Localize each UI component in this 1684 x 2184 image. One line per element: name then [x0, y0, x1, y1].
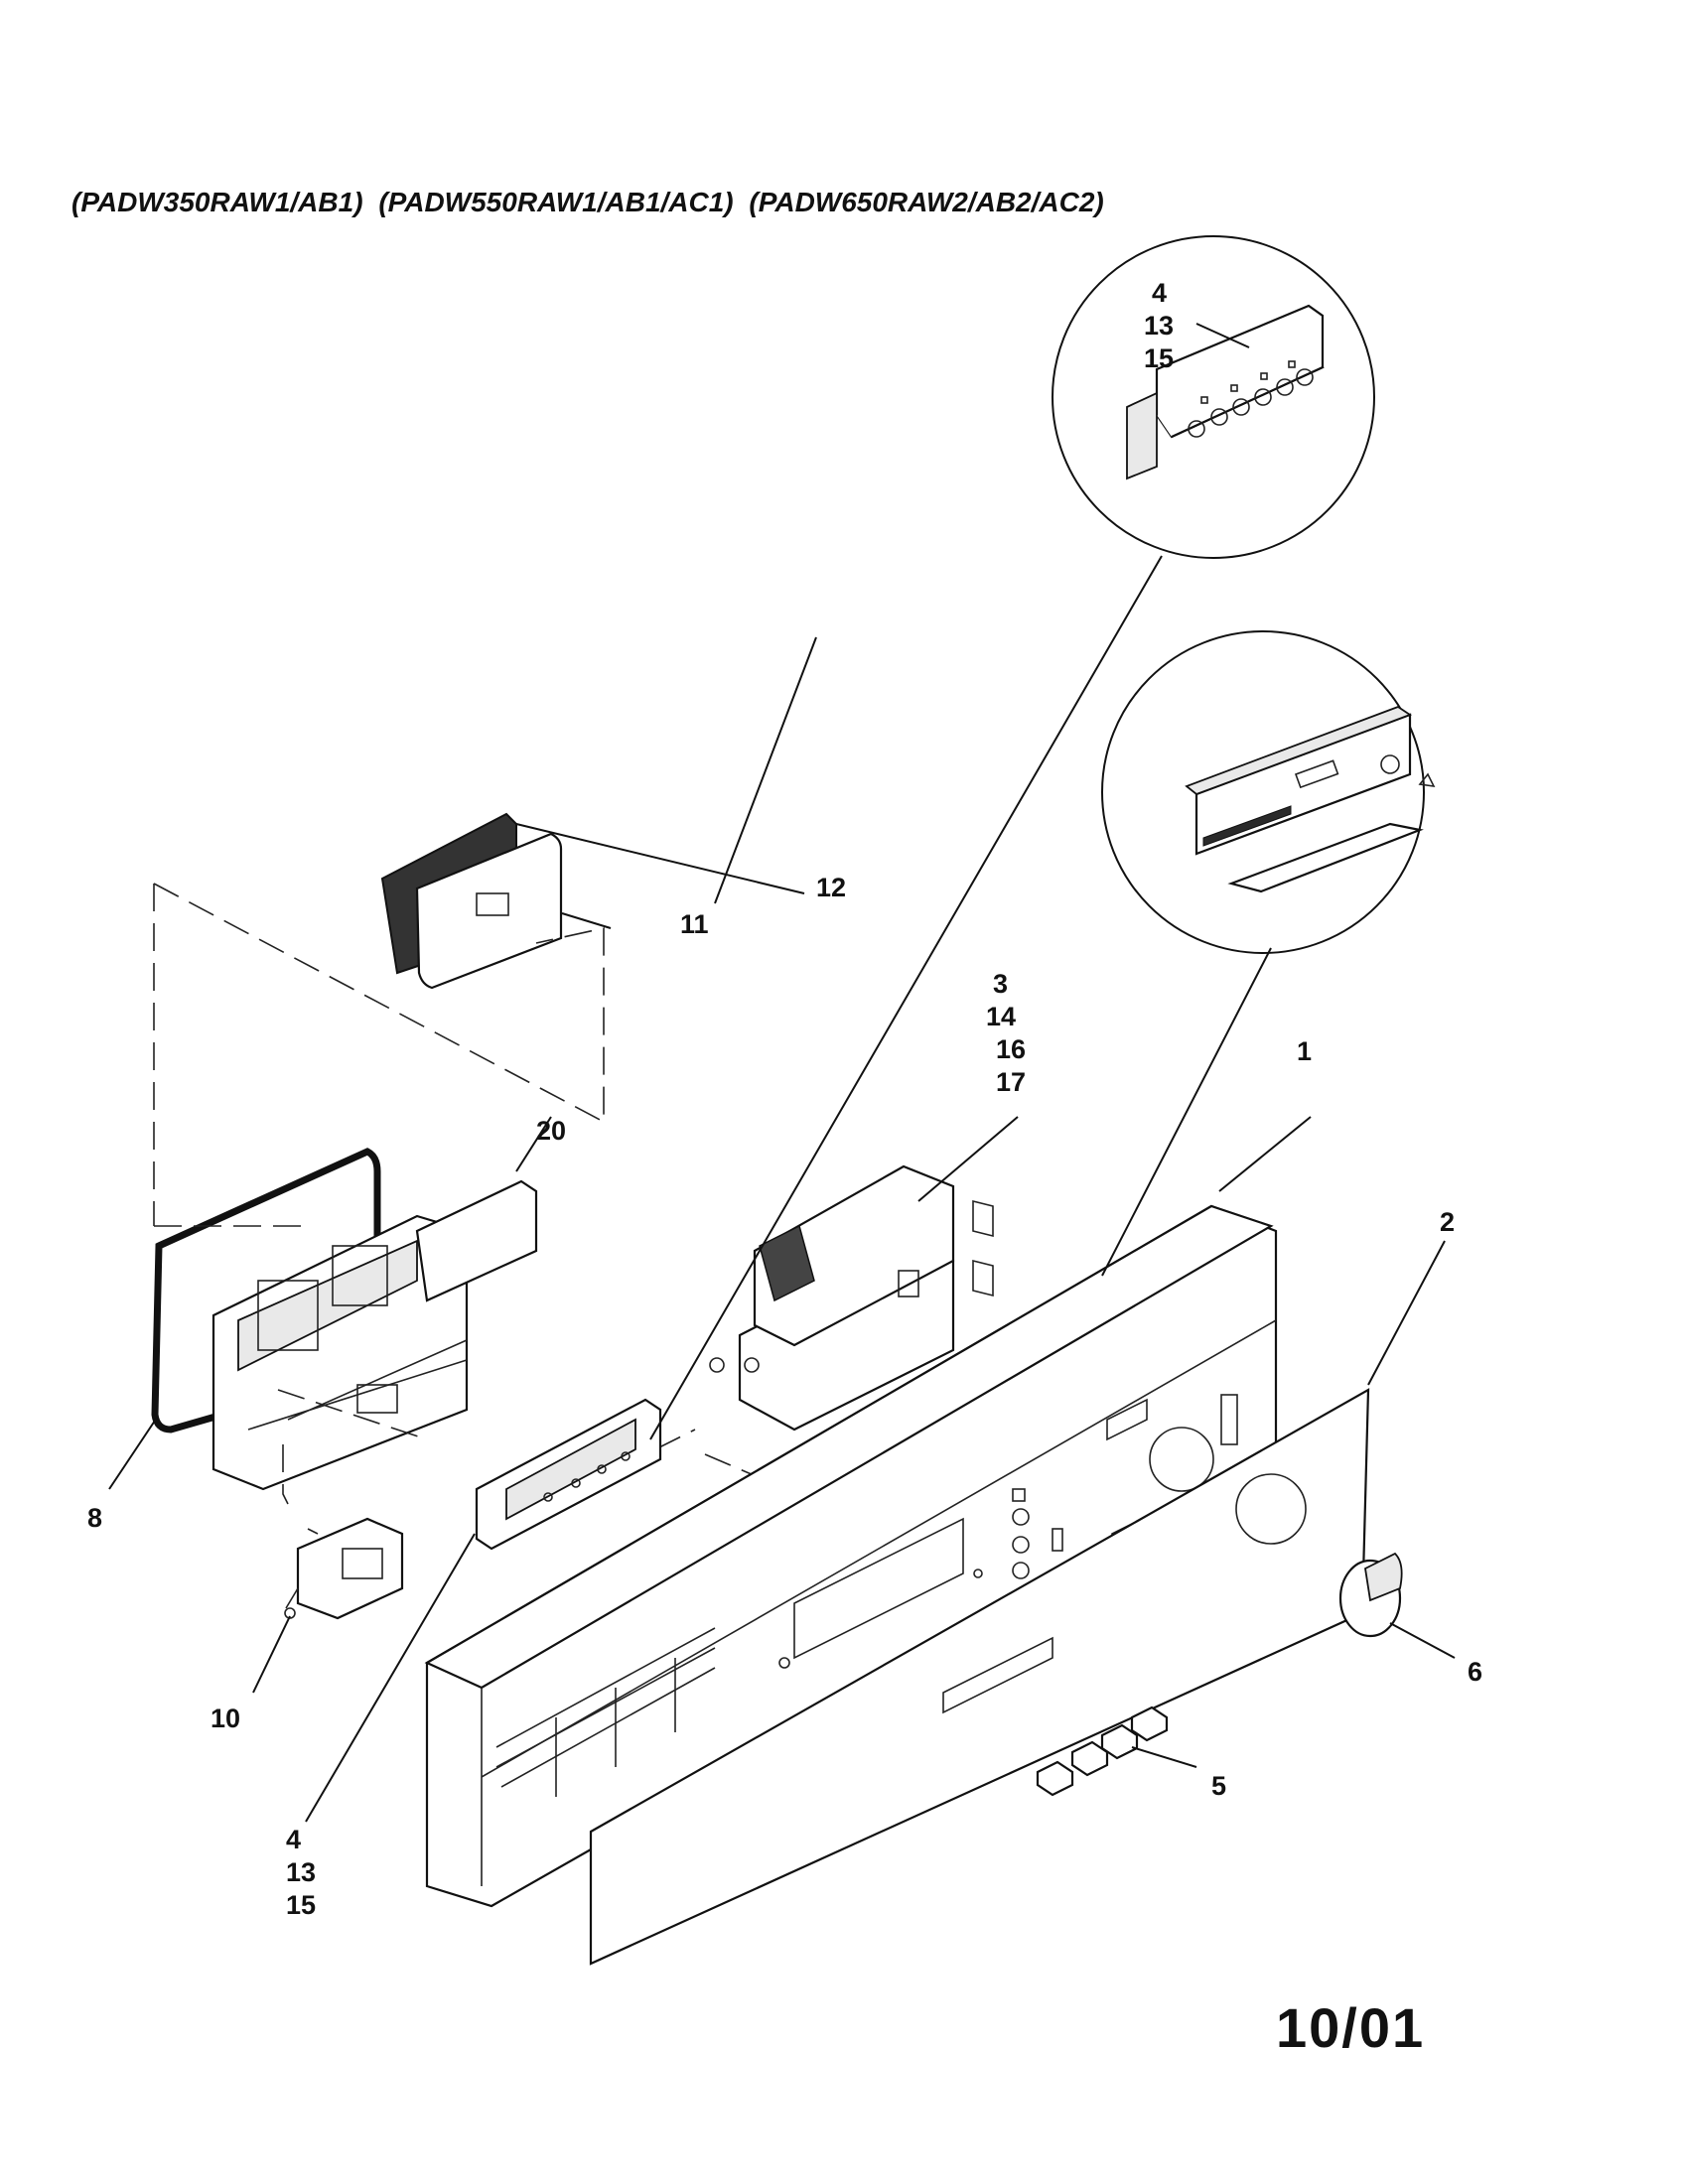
callout-17: 17	[996, 1067, 1026, 1097]
model-2: (PADW550RAW1/AB1/AC1)	[378, 187, 734, 217]
timer-module	[709, 1164, 994, 1432]
callout-labels: 4 13 15 12 11 3 14 16 17 1 2 20 8 10 6 5…	[87, 278, 1482, 1920]
callout-16: 16	[996, 1034, 1026, 1064]
model-1: (PADW350RAW1/AB1)	[71, 187, 363, 217]
callout-switch-13: 13	[286, 1857, 316, 1887]
leader-lines	[108, 555, 1456, 1823]
callout-switch-15: 15	[286, 1890, 316, 1920]
callout-10: 10	[210, 1704, 240, 1733]
model-header: (PADW350RAW1/AB1) (PADW550RAW1/AB1/AC1) …	[71, 187, 1112, 218]
callout-inset-13: 13	[1144, 311, 1174, 341]
filter-and-cover	[380, 812, 563, 990]
model-3: (PADW650RAW2/AB2/AC2)	[749, 187, 1104, 217]
callout-14: 14	[986, 1002, 1016, 1031]
push-button-switch	[475, 1398, 662, 1551]
callout-inset-15: 15	[1144, 343, 1174, 373]
inset-circle-control-panel	[1101, 630, 1436, 954]
inset-circle-switch-bracket	[1052, 235, 1375, 559]
callout-switch-4: 4	[286, 1825, 301, 1854]
dispenser-assembly	[151, 1148, 538, 1491]
callout-1: 1	[1297, 1036, 1312, 1066]
callout-2: 2	[1440, 1207, 1455, 1237]
door-interlock-switch	[284, 1517, 404, 1620]
control-knob	[1338, 1552, 1403, 1638]
callout-5: 5	[1211, 1771, 1226, 1801]
callout-inset-4: 4	[1152, 278, 1167, 308]
callout-20: 20	[536, 1116, 566, 1146]
callout-12: 12	[816, 873, 846, 902]
callout-6: 6	[1468, 1657, 1482, 1687]
callout-8: 8	[87, 1503, 102, 1533]
callout-11: 11	[680, 909, 709, 939]
callout-3: 3	[993, 969, 1008, 999]
push-buttons	[1036, 1706, 1169, 1797]
revision-date: 10/01	[1276, 1996, 1426, 2059]
